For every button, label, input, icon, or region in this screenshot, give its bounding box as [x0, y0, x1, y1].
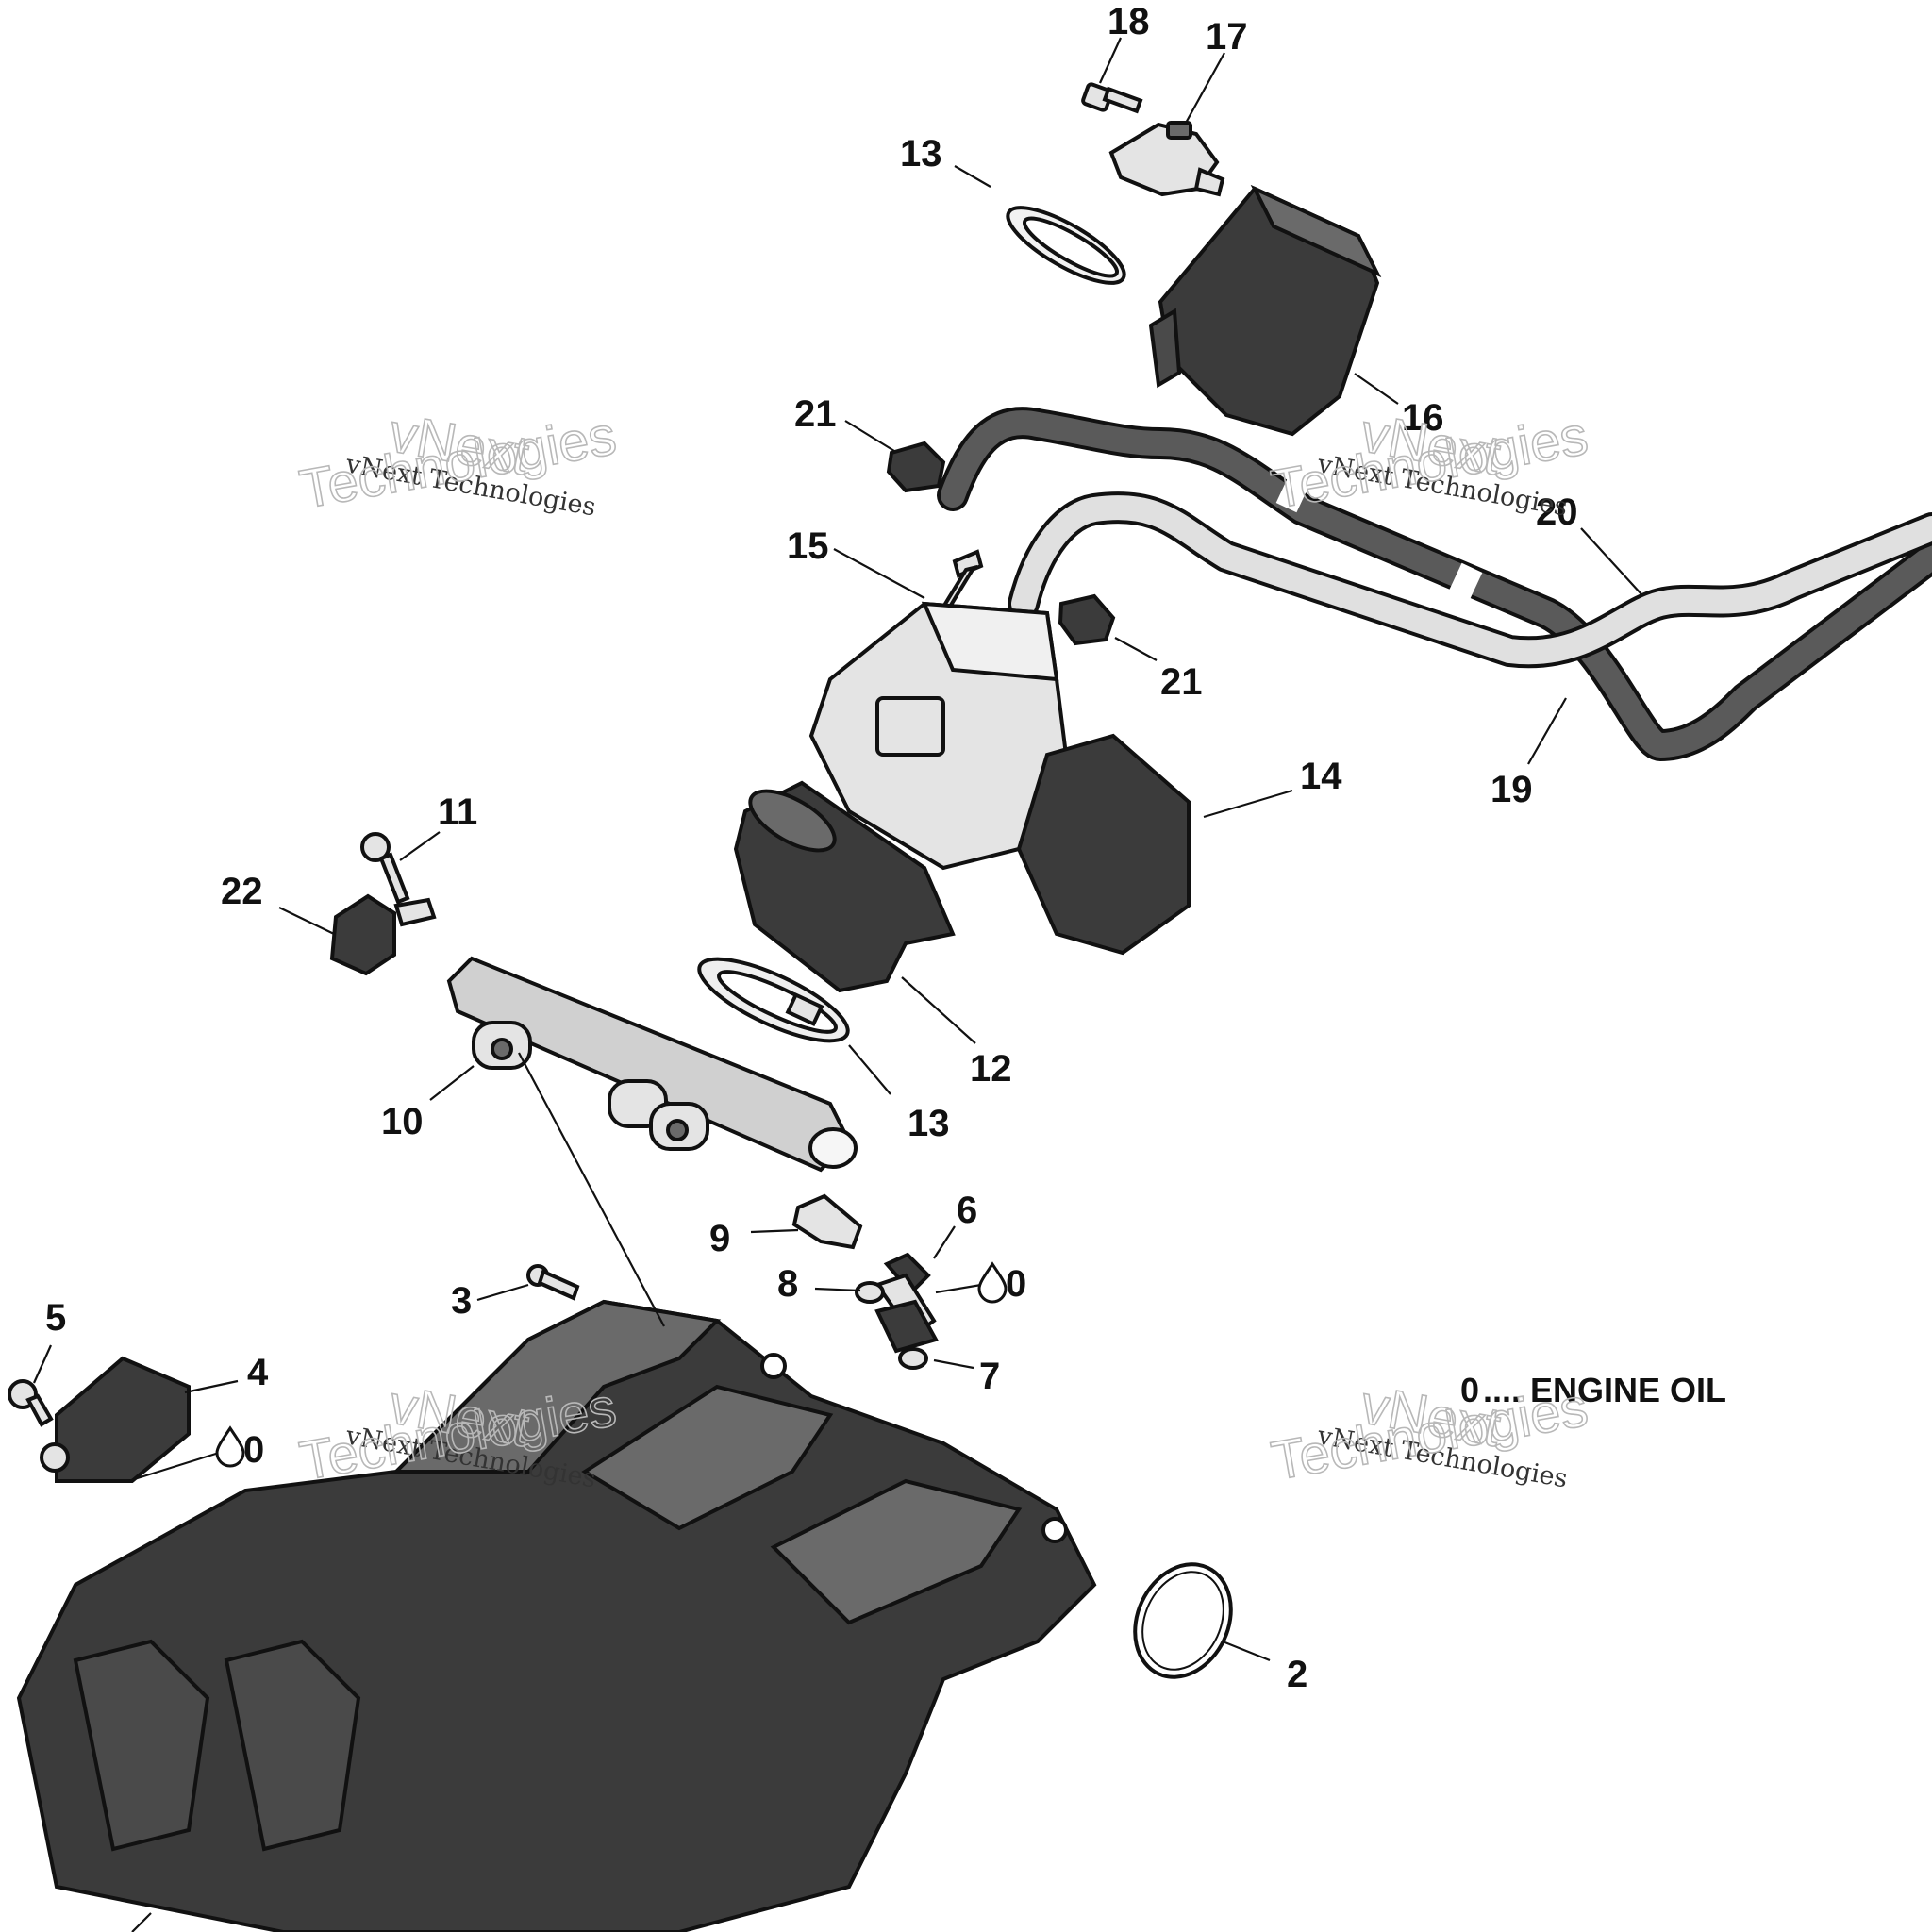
callout-3: 3 [451, 1280, 472, 1322]
screw-18 [1081, 82, 1143, 114]
callout-10: 10 [381, 1101, 424, 1142]
intake-manifold [16, 1299, 1097, 1932]
o-ring-7 [874, 1299, 939, 1370]
callout-5: 5 [45, 1297, 66, 1339]
oil-mark-4: 0 [215, 1425, 264, 1471]
screw-11 [360, 832, 410, 905]
callout-11: 11 [438, 791, 477, 833]
leader-lines [32, 37, 1642, 1932]
sensor-4 [40, 1356, 191, 1483]
oil-drop-icon [977, 1261, 1008, 1304]
callout-12: 12 [970, 1048, 1012, 1090]
hoses-19-20 [937, 407, 1932, 762]
fuel-rail-10 [446, 956, 858, 1173]
clip-22 [329, 893, 437, 976]
legend-engine-oil: 0 .... ENGINE OIL [1460, 1371, 1726, 1409]
callout-22: 22 [221, 871, 263, 912]
clip-21-bottom [1058, 593, 1116, 646]
callout-7: 7 [979, 1356, 1000, 1397]
callout-21-bottom: 21 [1160, 661, 1203, 703]
callout-9: 9 [709, 1218, 730, 1259]
callout-4: 4 [247, 1352, 269, 1393]
callout-6: 6 [957, 1190, 977, 1231]
clamp-13-bottom [697, 957, 850, 1043]
clamp-13-top [1006, 206, 1126, 285]
oil-drop-icon [215, 1425, 245, 1468]
callout-18: 18 [1108, 1, 1150, 42]
callout-19: 19 [1491, 769, 1533, 810]
throttle-body-14 [808, 601, 1191, 956]
callout-13-top: 13 [900, 133, 942, 175]
callout-13-bottom: 13 [908, 1103, 950, 1144]
sensor-17 [1108, 121, 1225, 197]
screw-5 [8, 1379, 54, 1427]
callout-21-top: 21 [794, 393, 837, 435]
clip-21-top [886, 441, 946, 493]
callout-15: 15 [787, 525, 829, 567]
svg-text:0: 0 [243, 1429, 264, 1471]
callout-labels: 18 17 13 16 21 20 15 21 14 19 11 22 12 1… [45, 1, 1578, 1695]
svg-text:0: 0 [1006, 1263, 1026, 1305]
adaptor-12 [733, 780, 956, 993]
callout-14: 14 [1300, 756, 1342, 797]
callout-20: 20 [1536, 491, 1578, 533]
o-ring-8 [855, 1281, 885, 1304]
watermark-1: vNext vNext Technologies Technologies [294, 402, 621, 523]
callout-8: 8 [777, 1263, 798, 1305]
callout-17: 17 [1206, 16, 1248, 58]
legend-symbol: 0 [1460, 1371, 1479, 1409]
legend-text: .... ENGINE OIL [1483, 1371, 1726, 1409]
duct-16 [1148, 184, 1382, 437]
watermark-4: vNext vNext Technologies Technologies [1266, 1374, 1592, 1494]
gasket-2 [1133, 1562, 1233, 1679]
callout-16: 16 [1402, 397, 1444, 439]
oil-mark-6: 0 [977, 1261, 1026, 1305]
callout-2: 2 [1287, 1654, 1307, 1695]
screw-3 [526, 1264, 580, 1301]
clip-9 [791, 1193, 863, 1250]
